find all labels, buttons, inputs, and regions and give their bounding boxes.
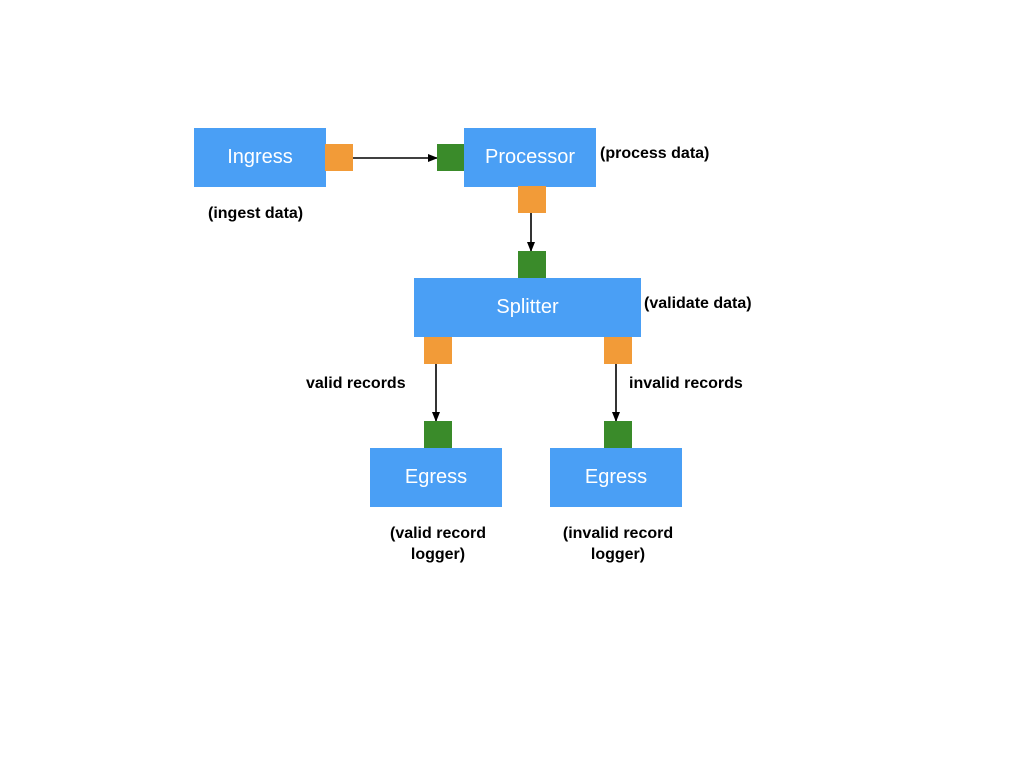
processor-input-port <box>437 144 465 171</box>
egress-valid-description-line2: logger) <box>410 546 466 563</box>
processor-label: Processor <box>484 146 576 168</box>
ingress-output-port <box>325 144 353 171</box>
egress-invalid-description-line1: (invalid record <box>562 525 674 542</box>
splitter-description: (validate data) <box>644 295 752 312</box>
splitter-input-port <box>518 251 546 278</box>
egress-valid-node: Egress <box>370 448 502 507</box>
egress-invalid-input-port <box>604 421 632 448</box>
valid-records-edge-label: valid records <box>306 375 406 392</box>
splitter-node: Splitter <box>414 278 641 337</box>
egress-valid-input-port <box>424 421 452 448</box>
processor-node: Processor <box>464 128 596 187</box>
egress-valid-description-line1: (valid record <box>389 525 487 542</box>
splitter-invalid-output-port <box>604 337 632 364</box>
egress-invalid-description: (invalid record logger) <box>548 523 688 565</box>
splitter-valid-output-port <box>424 337 452 364</box>
invalid-records-edge-label: invalid records <box>629 375 743 392</box>
ingress-description: (ingest data) <box>208 205 304 222</box>
egress-valid-label: Egress <box>404 466 468 488</box>
processor-description: (process data) <box>600 145 710 162</box>
egress-valid-description: (valid record logger) <box>368 523 508 565</box>
egress-invalid-node: Egress <box>550 448 682 507</box>
processor-output-port <box>518 186 546 213</box>
ingress-label: Ingress <box>227 146 293 168</box>
splitter-label: Splitter <box>496 296 559 318</box>
ingress-node: Ingress <box>194 128 326 187</box>
egress-invalid-label: Egress <box>584 466 648 488</box>
egress-invalid-description-line2: logger) <box>590 546 646 563</box>
